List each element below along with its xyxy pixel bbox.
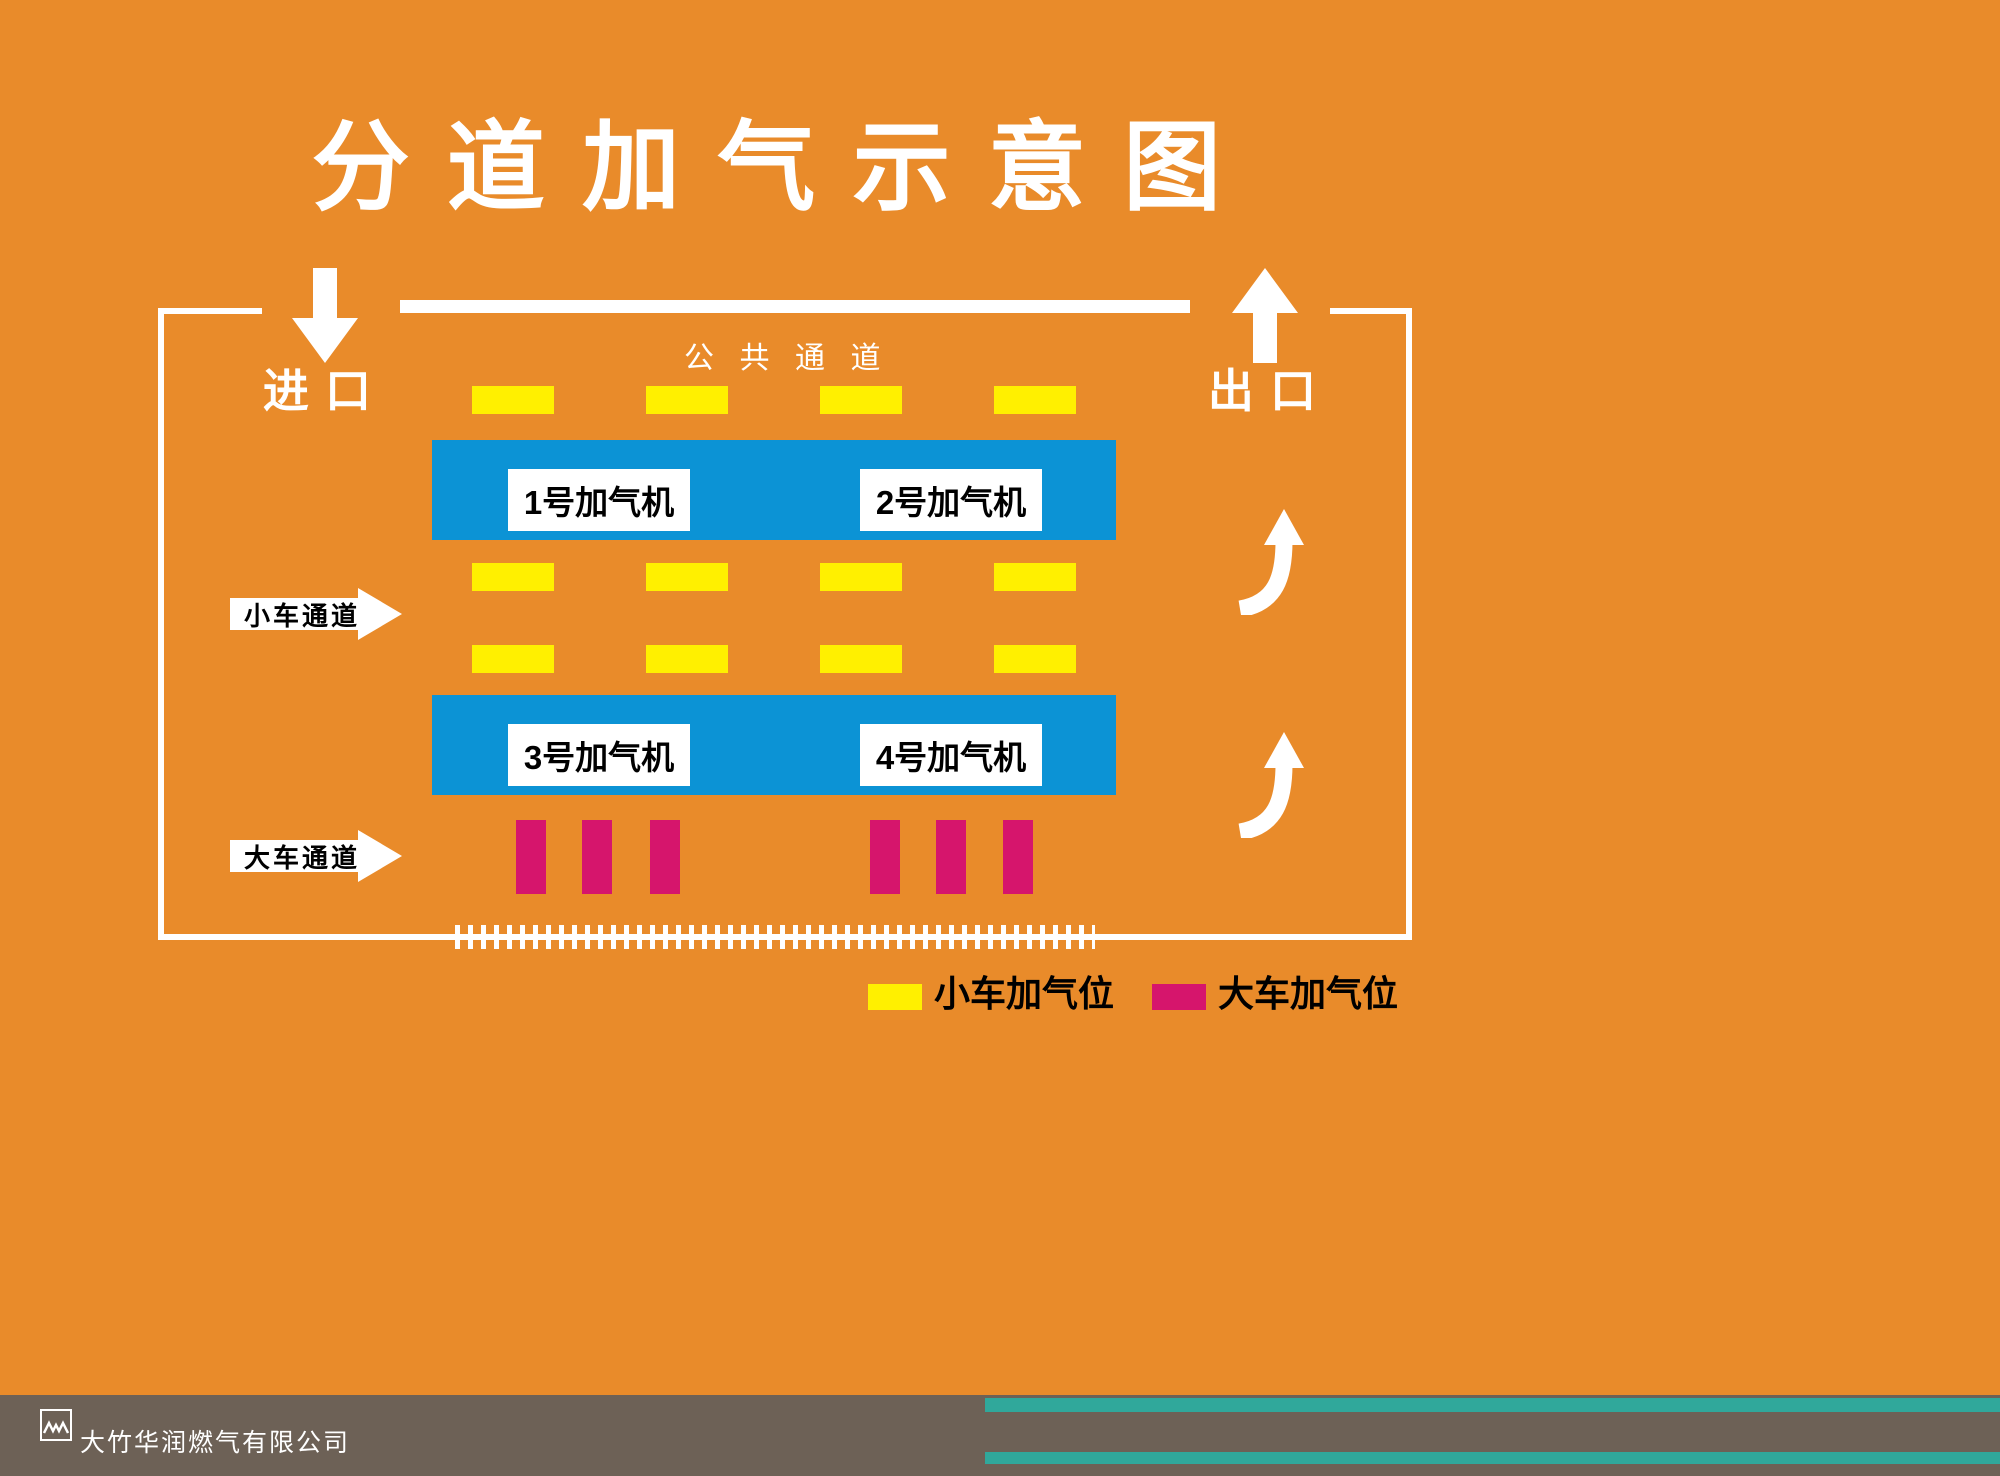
legend-large-car-swatch <box>1152 984 1206 1010</box>
dispenser-2: 2号加气机 <box>860 469 1042 531</box>
small-car-lane-label: 小车通道 <box>244 600 361 631</box>
entrance-label: 进口 <box>262 365 388 417</box>
large-car-spot <box>936 820 966 894</box>
small-car-spot <box>820 645 902 673</box>
small-car-spot <box>994 386 1076 414</box>
footer-accent-stripe-top <box>985 1398 2000 1412</box>
border-top-left-segment <box>158 308 262 314</box>
small-car-spot <box>472 563 554 591</box>
small-car-spot <box>820 563 902 591</box>
dispenser-4: 4号加气机 <box>860 724 1042 786</box>
large-car-spot <box>516 820 546 894</box>
small-car-spot <box>646 563 728 591</box>
public-lane-top-wall <box>400 300 1190 313</box>
large-car-spot <box>1003 820 1033 894</box>
border-right <box>1406 308 1412 940</box>
entrance-down-arrow-icon <box>292 268 358 363</box>
legend-small-car-swatch <box>868 984 922 1010</box>
small-car-spot <box>820 386 902 414</box>
large-car-spot <box>650 820 680 894</box>
page-title: 分道加气示意图 <box>311 112 1259 222</box>
exit-label: 出口 <box>1207 365 1333 417</box>
exit-up-arrow-icon <box>1232 268 1298 363</box>
small-car-spot <box>646 386 728 414</box>
dispenser-3: 3号加气机 <box>508 724 690 786</box>
company-logo-icon <box>40 1409 72 1441</box>
footer-accent-stripe-bottom <box>985 1452 2000 1464</box>
small-car-spot <box>994 645 1076 673</box>
large-car-spot <box>870 820 900 894</box>
large-car-lane-label: 大车通道 <box>244 842 361 873</box>
border-left <box>158 308 164 940</box>
small-car-spot <box>994 563 1076 591</box>
large-car-lane-arrow: 大车通道 <box>230 830 402 882</box>
large-car-spot <box>582 820 612 894</box>
small-car-spot <box>472 645 554 673</box>
legend-small-car-label: 小车加气位 <box>934 973 1115 1014</box>
small-car-lane-arrow: 小车通道 <box>230 588 402 640</box>
flow-curve-up-arrow-icon <box>1236 728 1306 841</box>
small-car-spot <box>646 645 728 673</box>
public-lane-label: 公共通道 <box>684 342 906 375</box>
border-top-right-segment <box>1330 308 1412 314</box>
company-name: 大竹华润燃气有限公司 <box>80 1429 351 1457</box>
legend-large-car-label: 大车加气位 <box>1218 973 1399 1014</box>
dispenser-1: 1号加气机 <box>508 469 690 531</box>
flow-curve-up-arrow-icon <box>1236 505 1306 618</box>
small-car-spot <box>472 386 554 414</box>
hatched-barrier <box>455 925 1095 949</box>
